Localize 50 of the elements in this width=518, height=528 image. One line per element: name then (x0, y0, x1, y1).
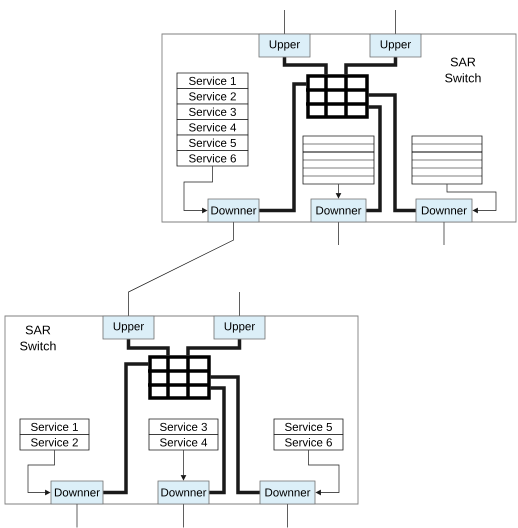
port-box: Upper (102, 316, 154, 340)
line (338, 222, 339, 246)
line (183, 504, 184, 528)
port-box: Downner (260, 480, 316, 504)
port-box: Upper (214, 316, 266, 340)
switch-grid (148, 355, 211, 400)
list-cell: Service 4 (148, 434, 218, 450)
thick-line (103, 362, 148, 494)
list-cell: Service 5 (274, 418, 344, 435)
empty-list (412, 136, 482, 184)
list-cell: Service 1 (20, 418, 90, 435)
thick-line (209, 386, 226, 494)
list-cell: Service 3 (176, 104, 248, 120)
line (76, 504, 78, 528)
arrow (184, 166, 213, 214)
thick-line (368, 93, 416, 212)
port-box: Upper (258, 34, 310, 58)
line (395, 10, 396, 34)
frame-label: SAR Switch (20, 326, 56, 350)
line (284, 10, 285, 34)
list-cell: Service 6 (274, 434, 344, 450)
arrow (446, 184, 496, 214)
list-cell: Service 3 (148, 418, 218, 435)
line (128, 222, 234, 316)
port-box: Downner (50, 480, 104, 504)
thick-line (366, 105, 382, 212)
port-box: Downner (208, 198, 260, 222)
switch-grid (306, 74, 369, 119)
thick-line (344, 57, 398, 74)
empty-list (302, 136, 374, 184)
frame-label: SAR Switch (445, 58, 481, 82)
line (287, 504, 288, 528)
thick-line (126, 339, 170, 356)
port-box: Upper (370, 34, 422, 58)
port-box: Downner (310, 198, 366, 222)
thick-line (282, 57, 328, 74)
list-cell: Service 4 (176, 119, 248, 136)
list-cell: Service 5 (176, 134, 248, 151)
arrow (308, 450, 340, 496)
port-box: Downner (158, 480, 210, 504)
thick-line (186, 339, 242, 356)
thick-line (259, 82, 306, 212)
list-cell: Service 2 (20, 434, 90, 450)
list-cell: Service 1 (176, 72, 248, 89)
list-cell: Service 2 (176, 88, 248, 104)
line (239, 292, 240, 316)
list-cell: Service 6 (176, 150, 248, 166)
arrow (28, 450, 55, 496)
thick-line (210, 375, 260, 494)
port-box: Downner (416, 198, 472, 222)
